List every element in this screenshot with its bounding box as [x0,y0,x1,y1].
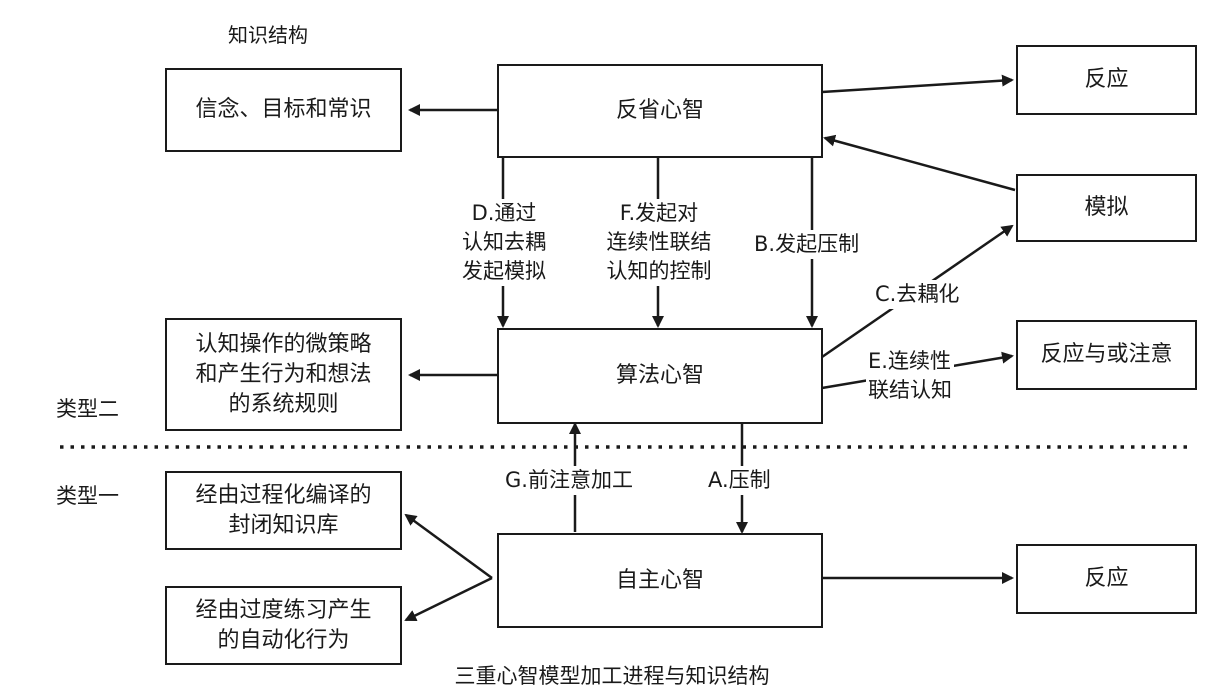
type-two-label: 类型二 [56,397,119,421]
beliefs-goals-box: 信念、目标和常识 [165,68,402,152]
arrow-autonomous-to-overlearned [404,576,493,622]
overlearned-behavior-box: 经由过度练习产生 的自动化行为 [165,586,402,665]
response-top-box: 反应 [1016,45,1197,115]
knowledge-structure-label: 知识结构 [228,23,308,47]
edge-label-e: E.连续性 联结认知 [866,347,954,405]
response-bottom-box: 反应 [1016,544,1197,614]
edge-label-b: B.发起压制 [752,230,862,259]
algorithmic-mind-box: 算法心智 [497,328,823,424]
compiled-knowledge-box: 经由过程化编译的 封闭知识库 [165,471,402,550]
simulation-box: 模拟 [1016,174,1197,242]
micro-strategies-box: 认知操作的微策略 和产生行为和想法 的系统规则 [165,318,402,431]
arrow-reflective-to-response [821,74,1014,94]
edge-label-g: G.前注意加工 [503,466,635,495]
edge-label-d: D.通过 认知去耦 发起模拟 [452,199,556,286]
edge-label-c: C.去耦化 [873,280,962,309]
edge-label-a: A.压制 [706,466,773,495]
diagram-caption: 三重心智模型加工进程与知识结构 [454,664,770,688]
reflective-mind-box: 反省心智 [497,64,823,158]
arrow-autonomous-to-compiled [404,513,493,580]
arrow-simulation-to-reflective [823,134,1016,192]
type-one-label: 类型一 [56,484,119,508]
response-or-attention-box: 反应与或注意 [1016,320,1197,390]
autonomous-mind-box: 自主心智 [497,533,823,628]
edge-label-f: F.发起对 连续性联结 认知的控制 [595,199,723,286]
